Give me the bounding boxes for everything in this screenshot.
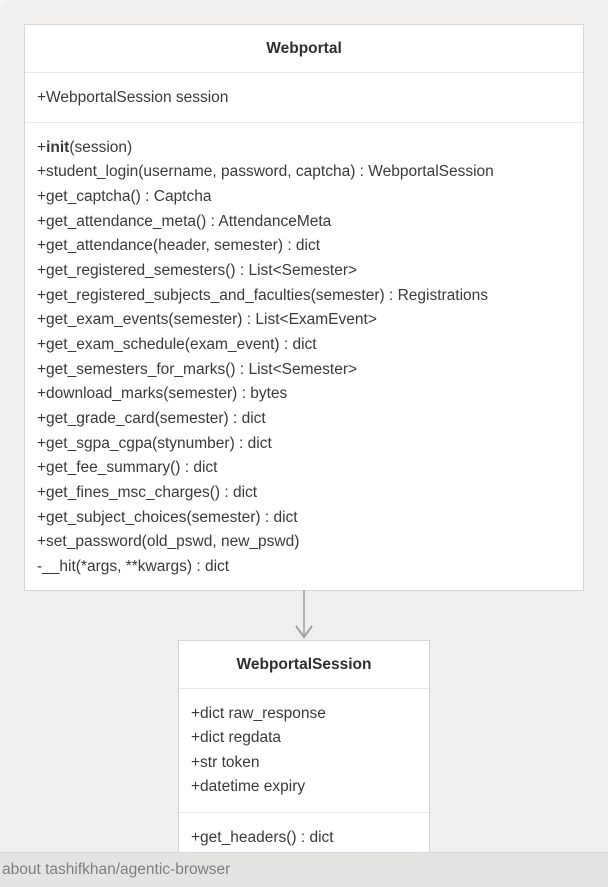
class-method: +get_exam_events(semester) : List<ExamEv…	[37, 311, 377, 329]
class-method: +get_attendance_meta() : AttendanceMeta	[37, 212, 332, 230]
class-method-init: +init(session)	[37, 136, 571, 161]
class-method: +get_exam_schedule(exam_event) : dict	[37, 335, 317, 353]
class-method: +download_marks(semester) : bytes	[37, 385, 288, 403]
class-method: +get_captcha() : Captcha	[37, 187, 212, 205]
class-method: +get_registered_semesters() : List<Semes…	[37, 261, 358, 279]
class-attribute: +dict regdata	[191, 729, 282, 747]
method-params: (session)	[69, 138, 133, 156]
class-title-webportal: Webportal	[25, 25, 583, 73]
class-method: +get_grade_card(semester) : dict	[37, 409, 266, 427]
class-method: +get_fee_summary() : dict	[37, 459, 218, 477]
class-methods-section: +init(session) +student_login(username, …	[25, 123, 583, 591]
class-method: +get_attendance(header, semester) : dict	[37, 237, 321, 255]
class-method: +get_registered_subjects_and_faculties(s…	[37, 286, 489, 304]
class-method: +get_fines_msc_charges() : dict	[37, 483, 258, 501]
class-box-webportalsession: WebportalSession +dict raw_response +dic…	[178, 640, 430, 880]
dependency-arrow-icon	[295, 590, 313, 639]
class-attribute: +dict raw_response	[191, 704, 326, 722]
class-methods-section: +get_headers() : dict	[179, 813, 429, 862]
class-method: +get_headers() : dict	[191, 828, 334, 846]
class-method: +get_sgpa_cgpa(stynumber) : dict	[37, 434, 272, 452]
class-attribute: +str token	[191, 753, 260, 771]
status-bar-text: about tashifkhan/agentic-browser	[2, 861, 231, 878]
class-method: +set_password(old_pswd, new_pswd)	[37, 533, 300, 551]
class-attributes-section: +WebportalSession session	[25, 73, 583, 123]
method-name-bold: init	[46, 138, 70, 156]
class-method: +student_login(username, password, captc…	[37, 163, 494, 181]
method-visibility: +	[37, 138, 47, 156]
class-attributes-section: +dict raw_response +dict regdata +str to…	[179, 689, 429, 813]
status-bar: about tashifkhan/agentic-browser	[0, 852, 608, 887]
class-box-webportal: Webportal +WebportalSession session +ini…	[24, 24, 584, 592]
class-attribute: +WebportalSession session	[37, 88, 229, 106]
class-method: +get_semesters_for_marks() : List<Semest…	[37, 360, 358, 378]
class-title-webportalsession: WebportalSession	[179, 641, 429, 689]
class-method: -__hit(*args, **kwargs) : dict	[37, 557, 230, 575]
class-attribute: +datetime expiry	[191, 778, 306, 796]
class-method: +get_subject_choices(semester) : dict	[37, 508, 298, 526]
